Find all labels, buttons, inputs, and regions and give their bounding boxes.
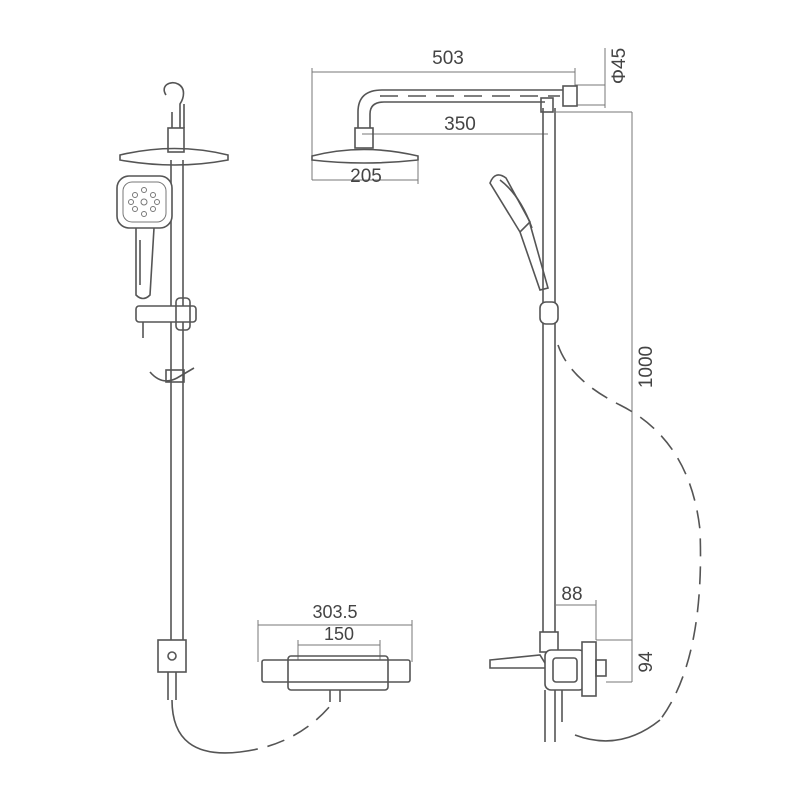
mixer-side [489, 631, 607, 742]
dim-pipe-diameter: Φ45 [609, 48, 630, 84]
dim-arm-length: 503 [432, 48, 464, 69]
wall-bracket-front [157, 639, 187, 700]
dim-mixer-inner: 150 [324, 624, 354, 644]
dim-arm-reach: 350 [444, 114, 476, 135]
dim-mixer-width: 303.5 [312, 602, 357, 622]
front-view [116, 81, 336, 754]
dim-head-diameter: 205 [350, 166, 382, 187]
mixer-top-view: 303.5 150 [257, 602, 413, 702]
rain-head-side [311, 127, 419, 164]
slider-holder-front [135, 297, 197, 338]
rain-head-front [119, 127, 229, 166]
shower-arm [357, 85, 578, 128]
dim-spout-height: 94 [636, 651, 657, 673]
hand-shower-front [116, 175, 173, 300]
side-view: 503 Φ45 350 205 1000 [311, 48, 702, 742]
dim-rail-height: 1000 [636, 346, 657, 388]
hand-shower-side [489, 174, 559, 325]
dim-spout-offset: 88 [561, 584, 582, 605]
